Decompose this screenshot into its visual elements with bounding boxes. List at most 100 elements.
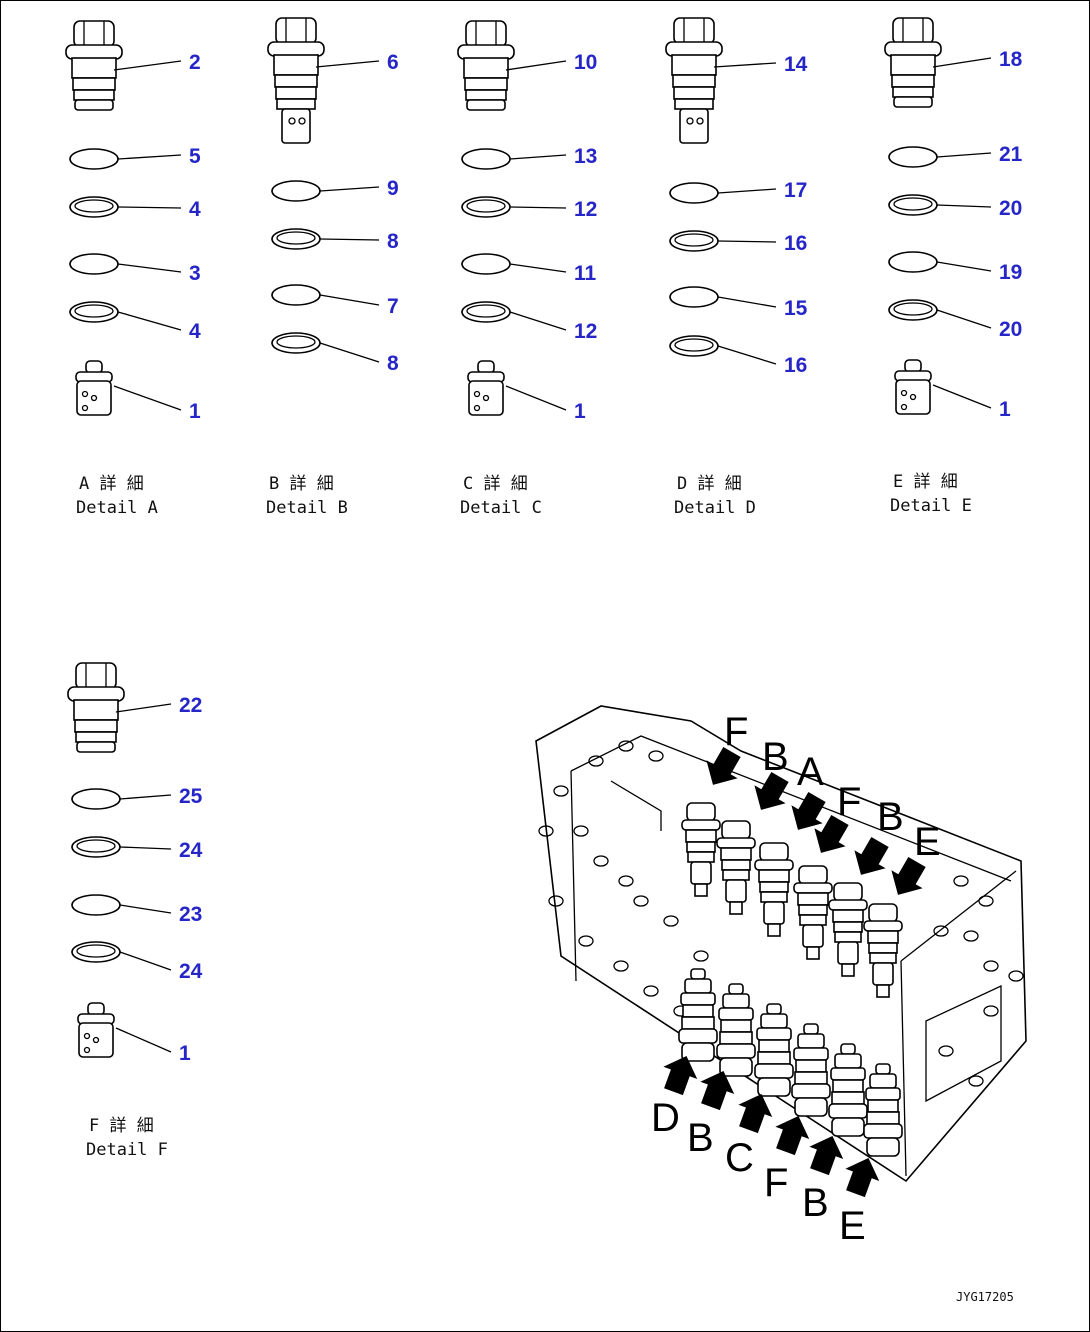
- part-1: [75, 360, 113, 416]
- part-23: [71, 894, 121, 916]
- leader-line: [119, 794, 172, 800]
- leader-line: [509, 154, 567, 160]
- port-hole: [548, 895, 564, 907]
- leader-line: [713, 62, 777, 68]
- view-letter: E: [914, 820, 941, 864]
- leader-line: [319, 342, 380, 363]
- port-hole: [648, 750, 664, 762]
- part-19: [888, 251, 938, 273]
- port-hole: [553, 785, 569, 797]
- leader-line: [932, 57, 992, 68]
- part-number-label: 8: [387, 352, 399, 375]
- view-letter: B: [762, 735, 789, 779]
- part-number-label: 24: [179, 839, 203, 862]
- part-number-label: 8: [387, 230, 399, 253]
- part-18: [884, 17, 942, 108]
- port-hole: [633, 895, 649, 907]
- part-number-label: 22: [179, 694, 202, 717]
- view-letter: B: [877, 795, 904, 839]
- part-12: [461, 196, 511, 218]
- detail-caption-jp: A 詳 細: [79, 474, 144, 494]
- block-edge: [900, 870, 1017, 962]
- part-8: [271, 332, 321, 354]
- leader-line: [509, 263, 567, 273]
- leader-line: [717, 188, 777, 194]
- part-number-label: 1: [189, 400, 201, 423]
- assembled-cartridge: [791, 1023, 831, 1117]
- part-number-label: 23: [179, 903, 202, 926]
- view-letter: F: [764, 1161, 788, 1205]
- part-number-label: 1: [574, 400, 586, 423]
- part-21: [888, 146, 938, 168]
- leader-line: [117, 206, 182, 209]
- leader-line: [717, 345, 777, 365]
- part-number-label: 6: [387, 51, 399, 74]
- part-11: [461, 253, 511, 275]
- port-hole: [693, 950, 709, 962]
- leader-line: [117, 154, 182, 160]
- detail-caption-jp: E 詳 細: [893, 472, 958, 492]
- view-letter: D: [651, 1096, 680, 1140]
- detail-caption-en: Detail E: [890, 496, 972, 516]
- part-13: [461, 148, 511, 170]
- assembled-cartridge: [716, 983, 756, 1077]
- part-number-label: 11: [574, 262, 597, 285]
- detail-caption-en: Detail A: [76, 498, 158, 518]
- view-letter: C: [725, 1136, 754, 1180]
- assembled-cartridge: [754, 1003, 794, 1097]
- leader-line: [936, 261, 992, 272]
- part-number-label: 9: [387, 177, 399, 200]
- part-number-label: 24: [179, 960, 203, 983]
- part-number-label: 7: [387, 295, 399, 318]
- part-number-label: 20: [999, 318, 1022, 341]
- port-hole: [663, 915, 679, 927]
- end-plate: [925, 984, 1002, 1103]
- port-hole: [618, 740, 634, 752]
- part-2: [65, 20, 123, 111]
- part-8: [271, 228, 321, 250]
- port-hole: [538, 825, 554, 837]
- leader-line: [936, 204, 992, 208]
- leader-line: [509, 206, 567, 209]
- block-edge: [570, 770, 577, 982]
- leader-line: [119, 846, 172, 850]
- leader-line: [936, 152, 992, 158]
- port-hole: [968, 1075, 984, 1087]
- leader-line: [115, 1027, 172, 1053]
- part-number-label: 10: [574, 51, 597, 74]
- view-letter: B: [802, 1181, 829, 1225]
- view-letter: F: [724, 710, 748, 754]
- port-hole: [983, 1005, 999, 1017]
- part-5: [69, 148, 119, 170]
- port-hole: [983, 960, 999, 972]
- leader-line: [113, 60, 182, 71]
- part-25: [71, 788, 121, 810]
- assembled-cartridge: [863, 1063, 903, 1157]
- assembled-cartridge: [828, 1043, 868, 1137]
- part-number-label: 2: [189, 51, 201, 74]
- part-number-label: 16: [784, 232, 807, 255]
- part-3: [69, 253, 119, 275]
- part-number-label: 12: [574, 320, 597, 343]
- detail-caption-en: Detail B: [266, 498, 348, 518]
- assembled-cartridge: [678, 968, 718, 1062]
- part-9: [271, 180, 321, 202]
- port-hole: [573, 825, 589, 837]
- detail-caption-jp: D 詳 細: [677, 474, 742, 494]
- leader-line: [117, 311, 182, 331]
- part-4: [69, 196, 119, 218]
- part-number-label: 17: [784, 179, 807, 202]
- port-hole: [588, 755, 604, 767]
- part-number-label: 1: [999, 398, 1011, 421]
- drawing-code: JYG17205: [956, 1290, 1014, 1304]
- part-number-label: 19: [999, 261, 1022, 284]
- part-20: [888, 194, 938, 216]
- part-6: [267, 17, 325, 144]
